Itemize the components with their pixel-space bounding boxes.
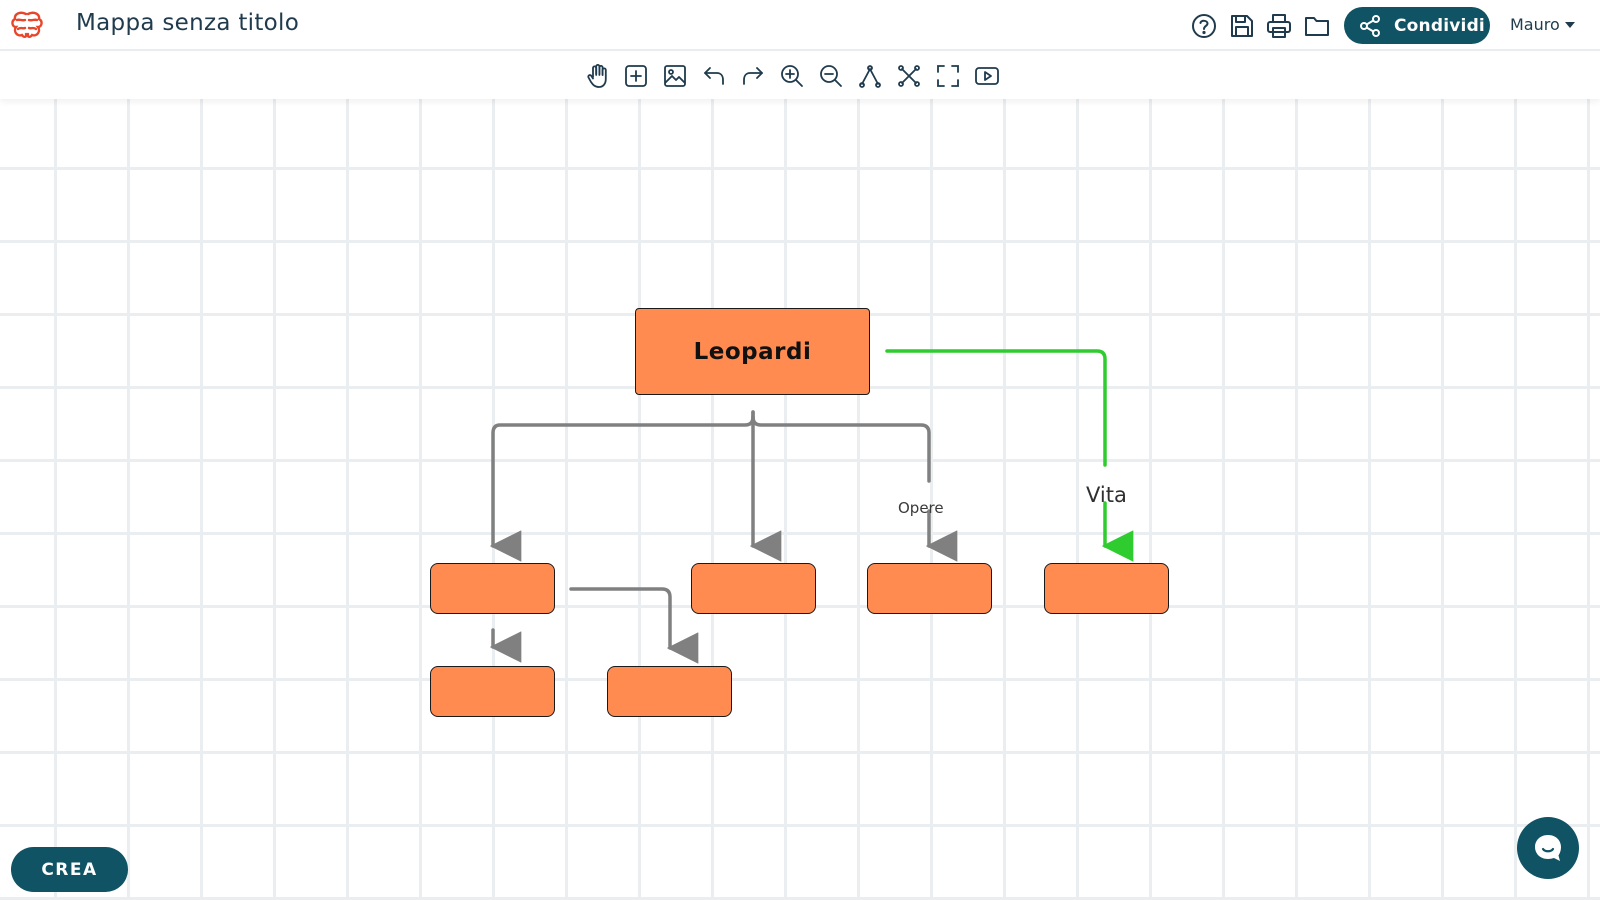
mindmap-node[interactable] [430, 666, 555, 717]
edge-label-vita[interactable]: Vita [1086, 483, 1127, 507]
layout-icon[interactable] [895, 62, 923, 90]
image-icon[interactable] [661, 62, 689, 90]
mindmap-node[interactable] [867, 563, 992, 614]
presentation-icon[interactable] [973, 62, 1001, 90]
help-icon[interactable] [1190, 12, 1218, 40]
mindmap-node[interactable] [691, 563, 816, 614]
print-icon[interactable] [1265, 12, 1293, 40]
hand-icon[interactable] [584, 62, 612, 90]
fullscreen-icon[interactable] [934, 62, 962, 90]
chevron-down-icon [1564, 21, 1575, 28]
user-name: Mauro [1510, 15, 1560, 34]
document-title[interactable]: Mappa senza titolo [76, 10, 300, 36]
connector-root-opere [751, 410, 929, 546]
redo-icon[interactable] [739, 62, 767, 90]
connectors-layer [489, 349, 1600, 664]
top-bar: Mappa senza titolo [0, 0, 1600, 51]
zoom-out-icon[interactable] [817, 62, 845, 90]
zoom-in-icon[interactable] [778, 62, 806, 90]
share-icon [1360, 14, 1380, 37]
undo-icon[interactable] [700, 62, 728, 90]
share-label: Condividi [1394, 15, 1485, 36]
create-button[interactable]: CREA [11, 847, 128, 892]
mindmap-canvas[interactable]: Leopardi Opere Vita [0, 99, 1600, 900]
mindmap-node[interactable] [607, 666, 732, 717]
chat-bubble-icon [1535, 835, 1561, 861]
mindmap-root-node[interactable]: Leopardi [635, 308, 870, 395]
connector-left-right [569, 587, 699, 664]
curve-icon[interactable] [856, 62, 884, 90]
mindmap-node[interactable] [1044, 563, 1169, 614]
connector-root-left [489, 410, 755, 562]
root-node-label: Leopardi [693, 338, 812, 365]
editor-toolbar [0, 53, 1600, 99]
edge-label-opere[interactable]: Opere [898, 499, 944, 517]
add-node-icon[interactable] [622, 62, 650, 90]
connector-root-vita [885, 349, 1105, 546]
share-button[interactable]: Condividi [1344, 7, 1490, 44]
chat-button[interactable] [1517, 817, 1579, 879]
user-menu[interactable]: Mauro [1510, 15, 1575, 34]
folder-icon[interactable] [1303, 12, 1331, 40]
mindmap-node[interactable] [430, 563, 555, 614]
save-icon[interactable] [1228, 12, 1256, 40]
brain-logo-icon[interactable] [10, 10, 44, 40]
